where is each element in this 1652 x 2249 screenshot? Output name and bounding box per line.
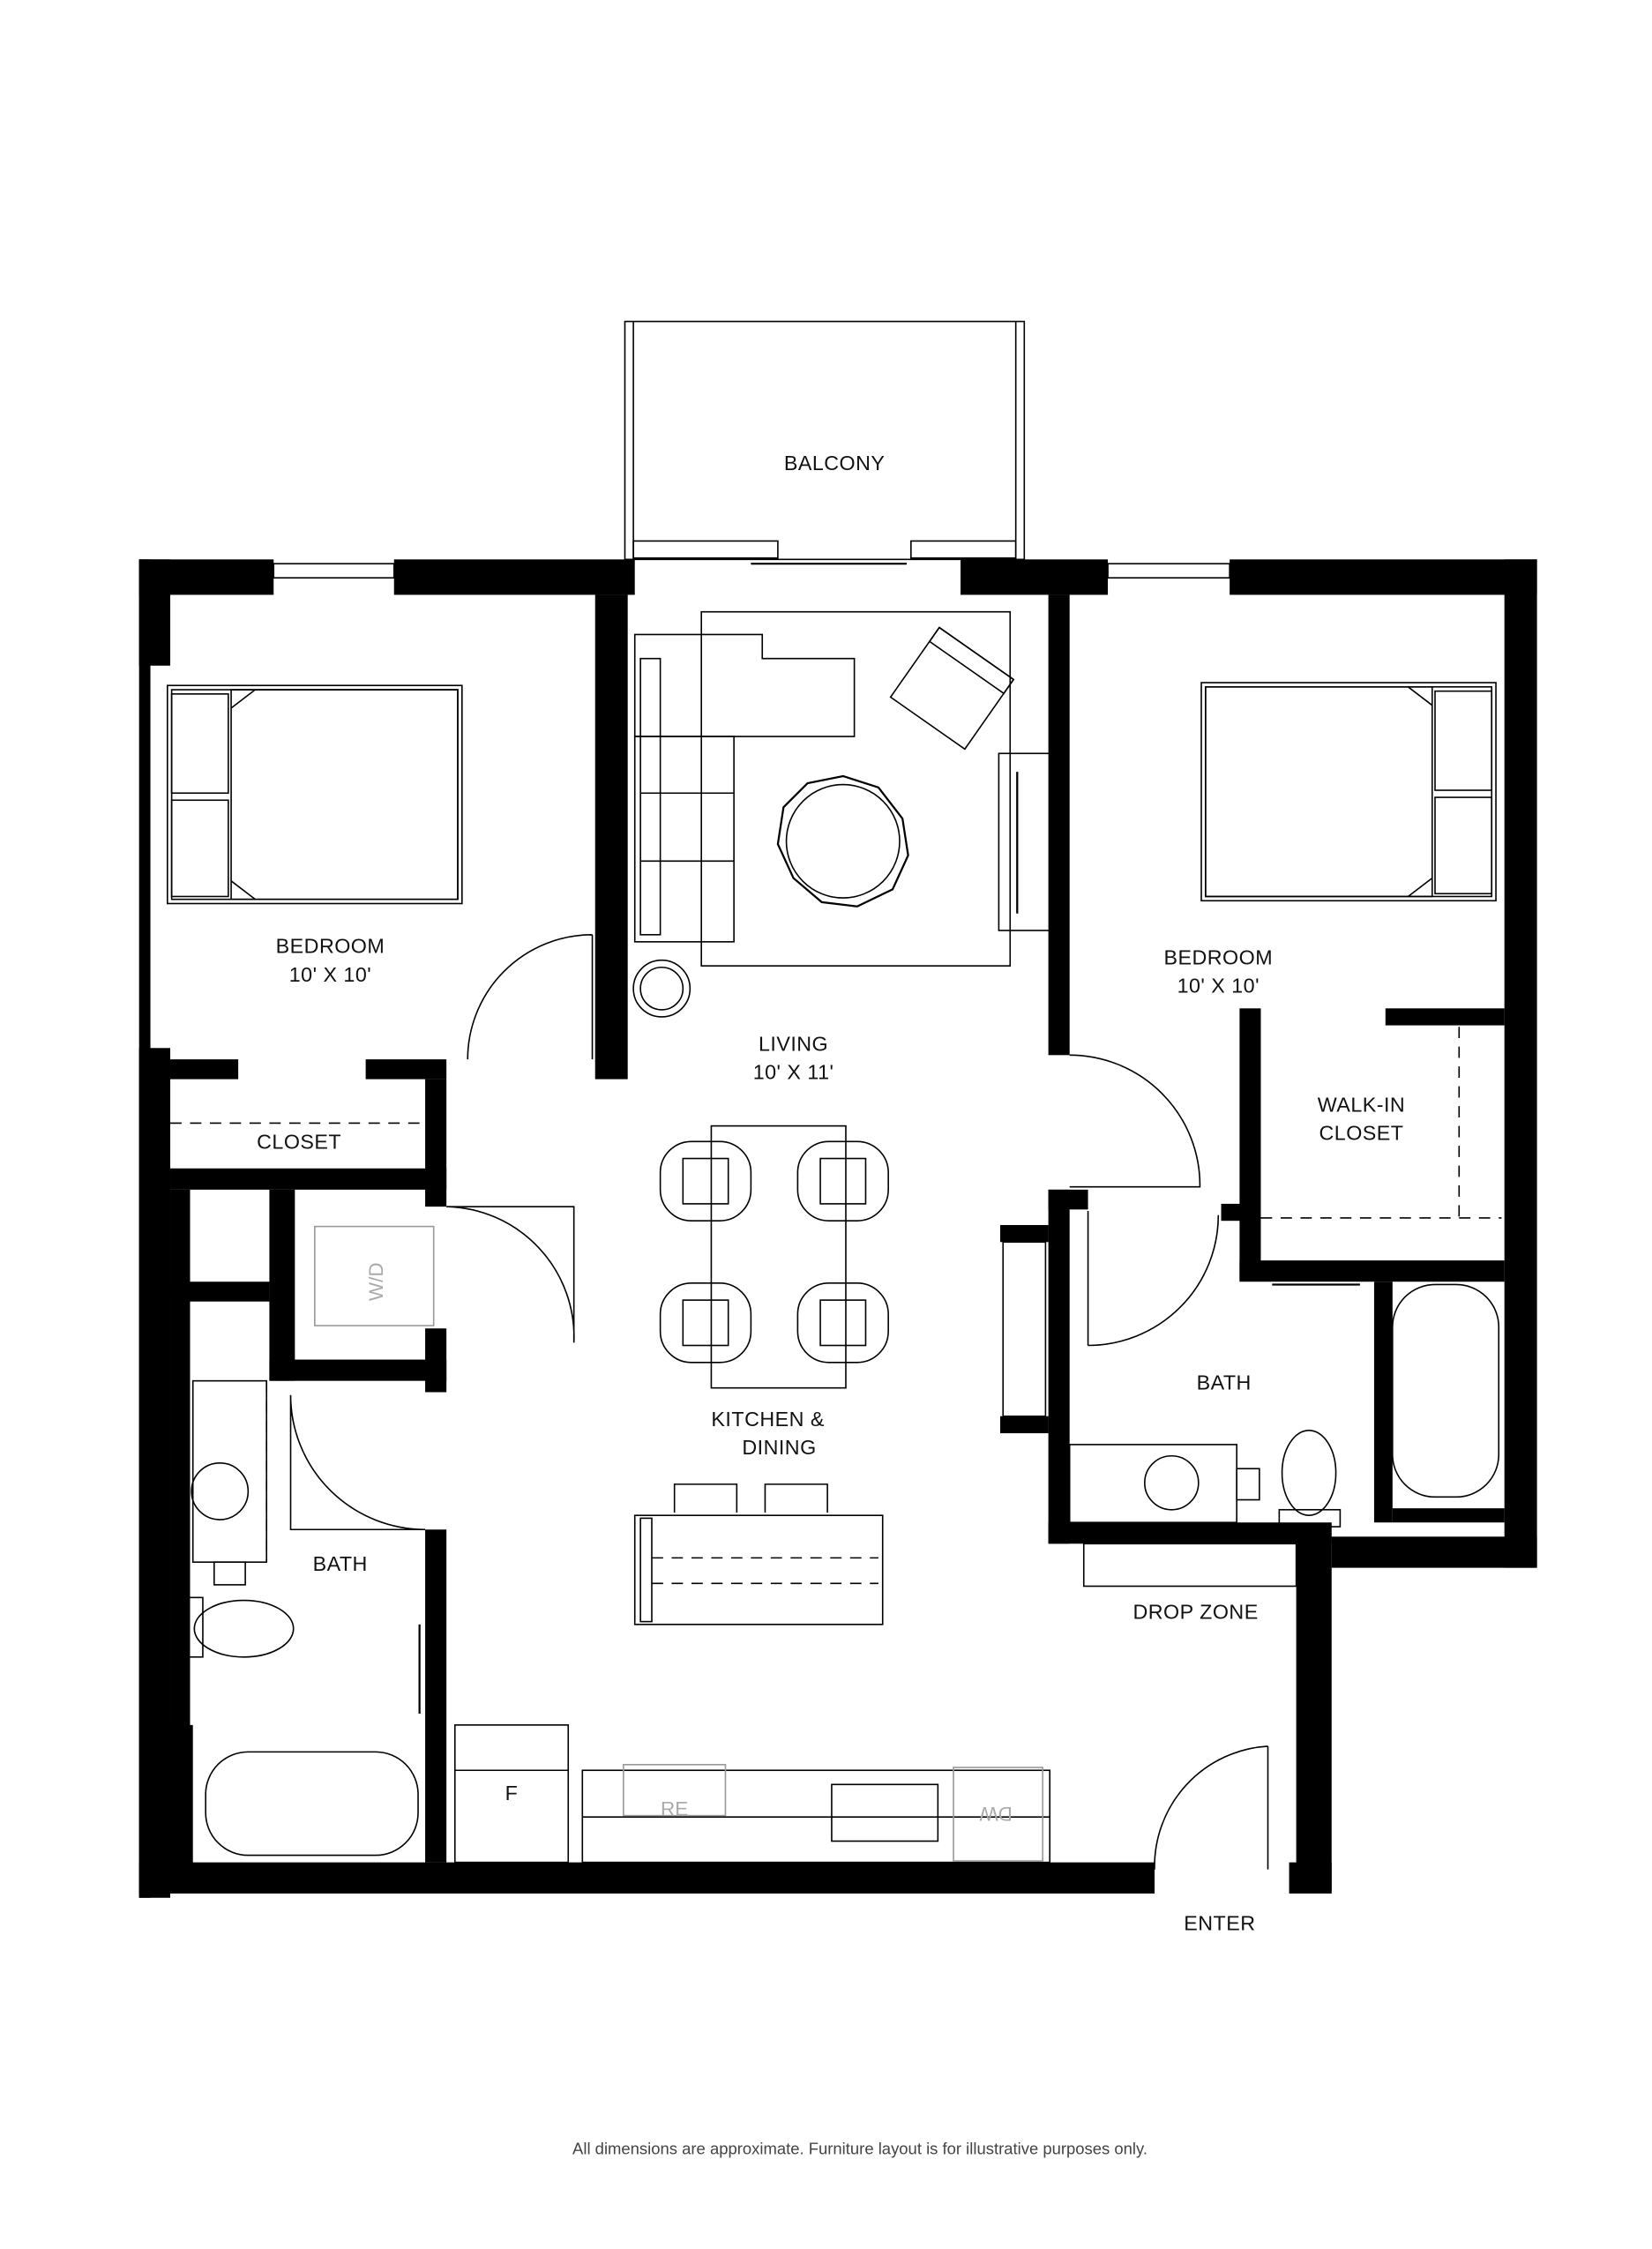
balcony-label: BALCONY (784, 452, 886, 474)
closet-label: CLOSET (257, 1130, 341, 1153)
bedroom-left-label: BEDROOM (276, 935, 385, 958)
bed-right (1200, 682, 1497, 902)
enter-label: ENTER (1184, 1912, 1255, 1935)
washer-dryer-label: W/D (365, 1262, 387, 1301)
kitchen-label-1: KITCHEN & (711, 1408, 824, 1431)
bath-right-label: BATH (1197, 1371, 1252, 1393)
range-label: RE (661, 1798, 688, 1820)
kitchen-island (633, 1483, 884, 1625)
dishwasher-label: DW (979, 1803, 1013, 1825)
bedroom-left-size: 10' X 10' (289, 963, 371, 986)
bath-left-label: BATH (313, 1552, 368, 1575)
walk-in-closet-label-1: WALK-IN (1318, 1094, 1405, 1117)
bedroom-right-label: BEDROOM (1164, 946, 1274, 969)
bath-right-fixtures (1068, 1283, 1500, 1588)
living-label: LIVING (759, 1032, 828, 1055)
bath-left-fixtures (184, 1379, 421, 1857)
bed-left (167, 684, 463, 905)
fridge-label: F (505, 1782, 519, 1804)
washer-dryer (314, 1225, 435, 1326)
bedroom-right-size: 10' X 10' (1177, 975, 1260, 997)
balcony (624, 320, 1026, 565)
dining-table (659, 1124, 889, 1389)
living-furniture (632, 610, 1054, 1018)
disclaimer: All dimensions are approximate. Furnitur… (572, 2139, 1147, 2157)
kitchen-counter (453, 1724, 1051, 1864)
drop-zone-label: DROP ZONE (1132, 1600, 1258, 1623)
walk-in-closet-label-2: CLOSET (1319, 1122, 1403, 1145)
walls (138, 559, 1537, 1898)
living-size: 10' X 11' (753, 1061, 834, 1084)
doors (289, 934, 1269, 1870)
kitchen-label-2: DINING (742, 1436, 816, 1459)
